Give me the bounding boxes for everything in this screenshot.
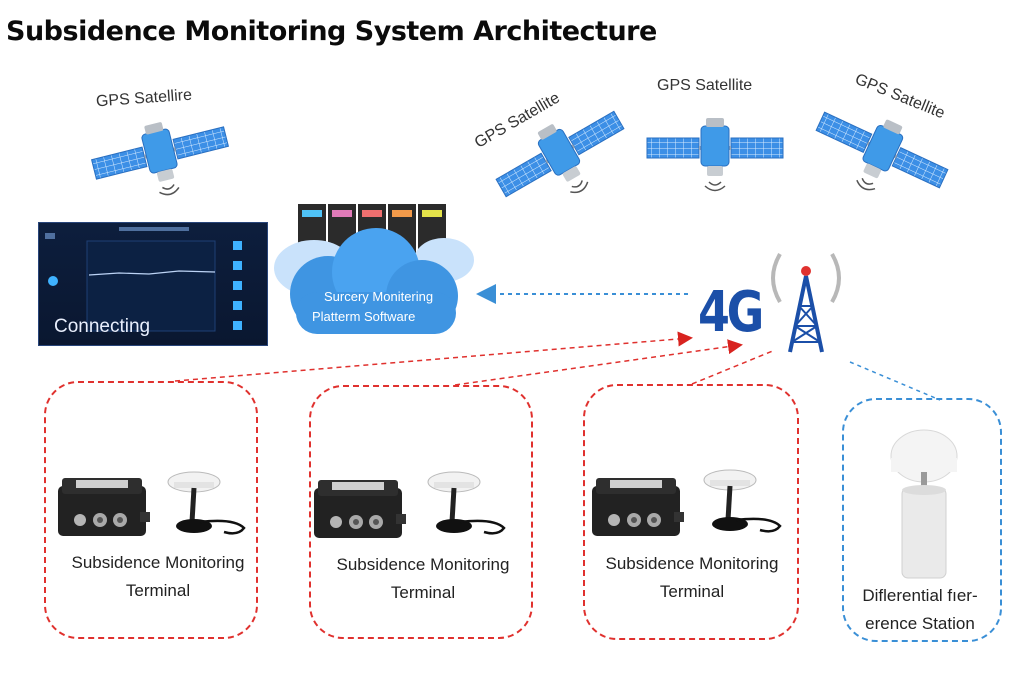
terminal-device-icon: [58, 464, 258, 536]
terminal-1-label-line1: Subsidence Monitoring: [71, 553, 245, 572]
terminal-3-link-line: [691, 349, 776, 385]
terminal-3-label-line1: Subsidence Monitoring: [605, 554, 779, 573]
terminal-device-icon: [314, 466, 514, 538]
monitoring-screen: [38, 222, 268, 346]
station-label-line1: Diflerential fıer-: [862, 586, 978, 605]
cloud-software-line1: Surcery Monitering: [324, 289, 434, 304]
terminal-2-label-line2: Terminal: [390, 583, 456, 602]
page-title: Subsidence Monitoring System Architectur…: [6, 16, 657, 47]
cell-tower-icon: [771, 252, 841, 353]
terminal-2-label: Subsidence Monitoring Terminal: [309, 551, 537, 607]
cloud-software-line2: Platterm Software: [312, 309, 416, 324]
terminal-box-1: [44, 381, 258, 639]
terminal-3-label: Subsidence Monitoring Terminal: [583, 550, 801, 606]
waveform-graphic: [45, 227, 242, 332]
terminal-3-label-line2: Terminal: [659, 582, 725, 601]
terminal-1-label: Subsidence Monitoring Terminal: [44, 549, 272, 605]
reference-antenna-icon: [890, 429, 958, 579]
server-cloud-graphic: [274, 204, 474, 334]
terminal-1-label-line2: Terminal: [125, 581, 191, 600]
terminal-2-link-line: [454, 339, 743, 386]
station-label-line2: erence Station: [865, 614, 975, 633]
cloud-icon: [274, 228, 474, 334]
reference-station-box: [842, 398, 1002, 642]
4g-label: 4G: [698, 280, 764, 345]
station-link-line: [849, 361, 941, 401]
terminal-box-2: [309, 385, 533, 639]
terminal-2-label-line1: Subsidence Monitoring: [336, 555, 510, 574]
station-label: Diflerential fıer- erence Station: [842, 582, 998, 638]
connection-status: Connecting: [54, 316, 151, 337]
satellite-label: GPS Satellite: [657, 77, 753, 94]
terminal-device-icon: [592, 464, 792, 536]
terminal-box-3: [583, 384, 799, 640]
